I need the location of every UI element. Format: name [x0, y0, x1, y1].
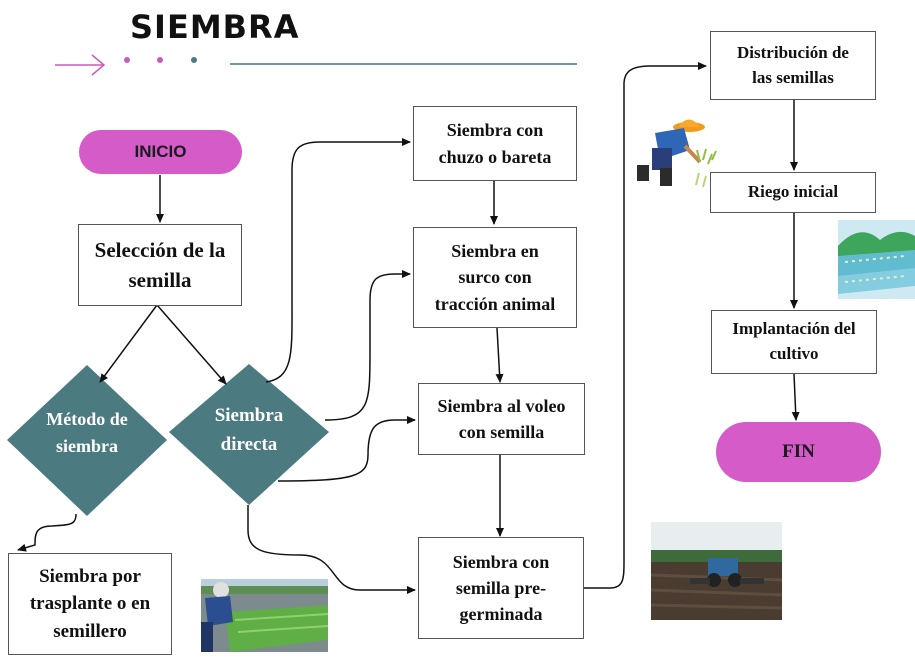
implantacion-box: Implantación del cultivo [711, 310, 877, 374]
metodo-label: Método de siembra [46, 409, 128, 456]
header-decoration [55, 54, 577, 76]
page-title: SIEMBRA [130, 8, 300, 46]
metodo-diamond [7, 365, 167, 516]
rice-seedbed-photo [201, 579, 329, 652]
voleo-box: Siembra al voleo con semilla [418, 383, 585, 455]
riego-label: Riego inicial [747, 182, 839, 202]
pregerminada-box: Siembra con semilla pre- germinada [418, 537, 584, 639]
seleccion-box: Selección de la semilla [78, 224, 242, 306]
end-label: FIN [782, 441, 815, 462]
start-node: INICIO [79, 130, 242, 174]
pregerminada-label: Siembra con semilla pre- germinada [452, 551, 550, 625]
surco-label: Siembra en surco con tracción animal [434, 241, 556, 314]
trasplante-label: Siembra por trasplante o en semillero [29, 565, 151, 642]
farmer-planting-illustration [637, 119, 717, 188]
distribucion-box: Distribución de las semillas [710, 31, 876, 100]
connectors [17, 62, 800, 594]
surco-box: Siembra en surco con tracción animal [413, 227, 577, 328]
rice-terraces-illustration [838, 220, 915, 299]
start-label: INICIO [134, 142, 187, 161]
chuzo-label: Siembra con chuzo o bareta [438, 120, 552, 167]
implantacion-label: Implantación del cultivo [732, 319, 856, 363]
voleo-label: Siembra al voleo con semilla [437, 395, 566, 442]
directa-label: Siembra directa [214, 405, 284, 455]
riego-box: Riego inicial [710, 172, 876, 213]
end-node: FIN [716, 422, 881, 482]
chuzo-box: Siembra con chuzo o bareta [413, 106, 577, 181]
trasplante-box: Siembra por trasplante o en semillero [8, 553, 172, 655]
seleccion-label: Selección de la semilla [94, 237, 226, 292]
tractor-field-photo [650, 522, 783, 620]
distribucion-label: Distribución de las semillas [737, 42, 849, 87]
directa-diamond [169, 364, 329, 505]
